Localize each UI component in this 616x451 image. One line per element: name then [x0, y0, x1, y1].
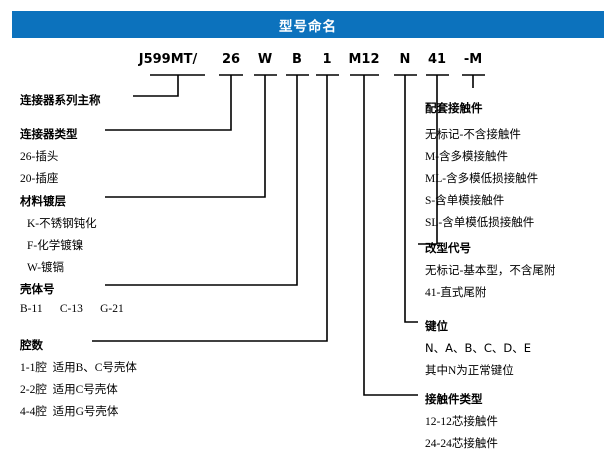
part-number-token: N: [399, 52, 411, 67]
callout-line: 2-2腔 适用C号壳体: [20, 384, 118, 396]
part-number-token: 41: [427, 52, 447, 67]
part-number-token: -M: [463, 52, 483, 67]
callout-line: SL-含单模低损接触件: [425, 217, 535, 229]
part-number-token: M12: [348, 52, 380, 67]
callout-line: 24-24芯接触件: [425, 438, 498, 450]
callout-heading: 配套接触件: [425, 101, 483, 115]
callout-heading: 键位: [425, 319, 448, 333]
part-number-token: J599MT/: [138, 52, 198, 67]
callout-heading: 壳体号: [20, 282, 55, 296]
callout-line: 12-12芯接触件: [425, 416, 498, 428]
header-bar: 型号命名: [12, 11, 604, 38]
callout-line: 其中N为正常键位: [425, 365, 514, 377]
page-title: 型号命名: [279, 18, 337, 35]
callout-heading: 腔数: [20, 338, 43, 352]
callout-line: K-不锈钢钝化: [27, 218, 97, 230]
callout-line: ML-含多模低损接触件: [425, 173, 539, 185]
callout-line: 无标记-不含接触件: [425, 129, 521, 141]
callout-heading: 改型代号: [425, 241, 471, 255]
leader-mating-contacts: [462, 74, 485, 88]
callout-heading: 材料镀层: [20, 194, 66, 208]
callout-line: B-11 C-13 G-21: [20, 303, 124, 315]
callout-line: 20-插座: [20, 173, 59, 185]
callout-line: 1-1腔 适用B、C号壳体: [20, 362, 137, 374]
callout-line: 41-直式尾附: [425, 287, 487, 299]
callout-line: 4-4腔 适用G号壳体: [20, 406, 119, 418]
part-number-token: 1: [322, 52, 332, 67]
part-number-string: J599MT/26 W B 1 M12 N 41 -M: [0, 52, 616, 72]
callout-line: F-化学镀镍: [27, 240, 84, 252]
callout-line: 无标记-基本型，不含尾附: [425, 265, 556, 277]
part-number-token: B: [292, 52, 302, 67]
leader-series-name: [133, 74, 205, 97]
leader-shell-size: [105, 74, 309, 286]
callout-line: M-含多模接触件: [425, 151, 509, 163]
leader-connector-type: [105, 74, 243, 131]
leader-cavity-count: [92, 74, 339, 342]
part-number-token: 26: [221, 52, 241, 67]
part-number-token: W: [257, 52, 273, 67]
leader-keying: [394, 74, 418, 323]
callout-line: W-镀镉: [27, 262, 65, 274]
callout-heading: 连接器系列主称: [20, 93, 101, 107]
callout-line: 26-插头: [20, 151, 59, 163]
callout-line: S-含单模接触件: [425, 195, 505, 207]
callout-heading: 接触件类型: [425, 392, 483, 406]
callout-heading: 连接器类型: [20, 127, 78, 141]
callout-line: N、A、B、C、D、E: [425, 341, 532, 355]
leader-contact-type: [350, 74, 418, 396]
leader-plating: [105, 74, 277, 198]
